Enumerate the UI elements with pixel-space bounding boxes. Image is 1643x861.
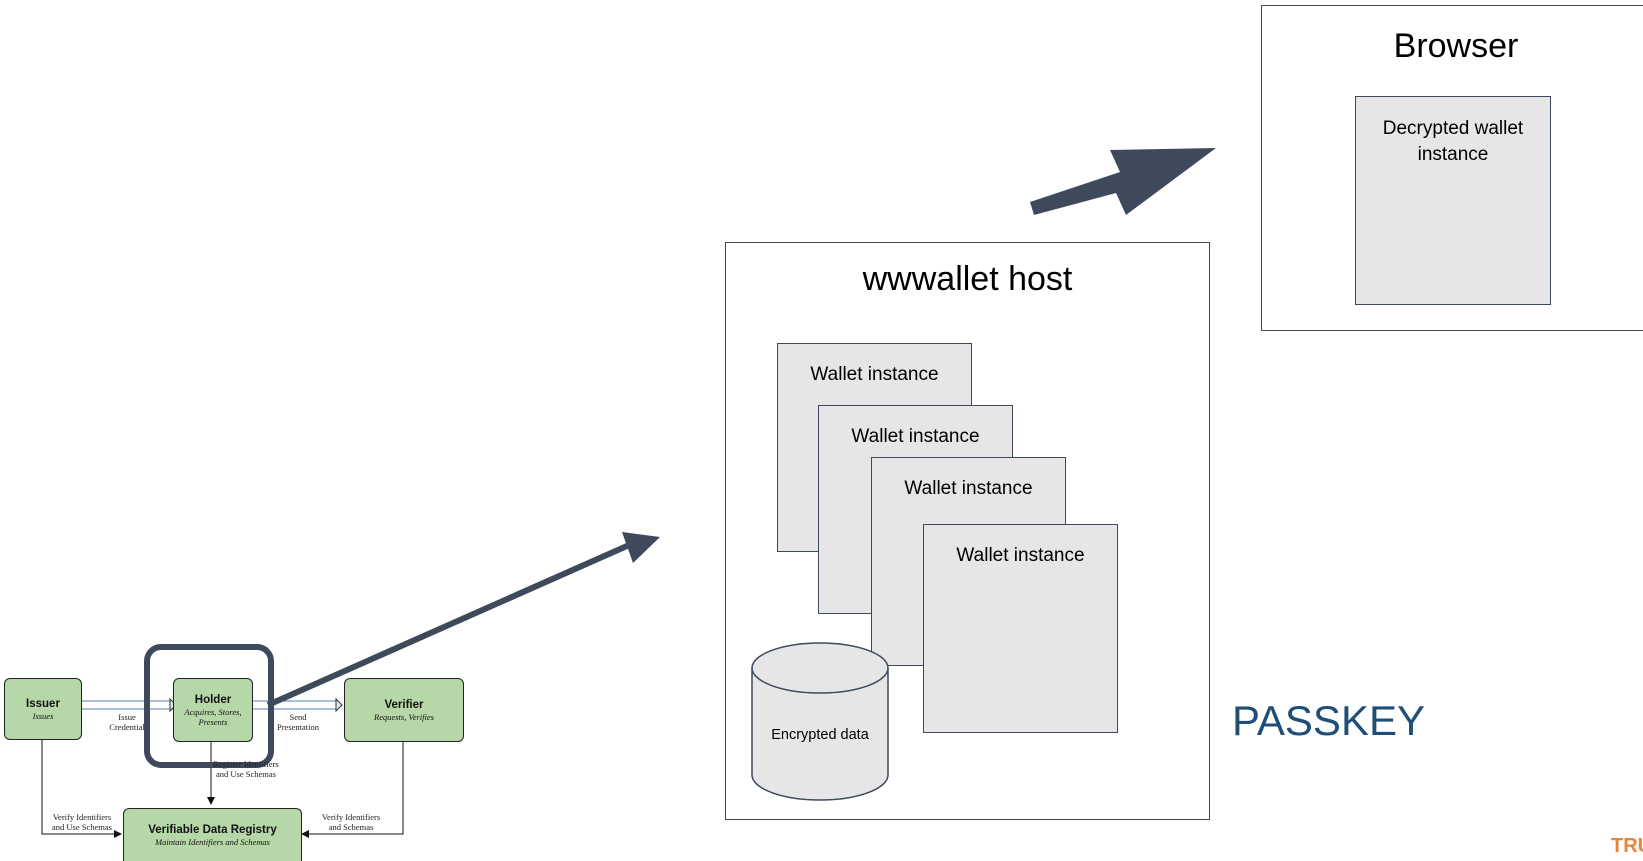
register-label: Register Identifiers and Use Schemas <box>213 759 279 779</box>
verify-right-label: Verify Identifiers and Schemas <box>321 812 381 832</box>
wallet-instance-label: Wallet instance <box>851 426 980 447</box>
holder-to-host-arrow <box>266 532 660 708</box>
registry-subtitle: Maintain Identifiers and Schemas <box>155 836 270 847</box>
wallet-instance-4: Wallet instance <box>923 524 1118 733</box>
holder-subtitle: Acquires, Stores, Presents <box>184 706 242 727</box>
registry-title: Verifiable Data Registry <box>148 823 277 836</box>
host-title: wwwallet host <box>862 260 1073 298</box>
host-to-browser-arrow <box>1030 148 1216 215</box>
verify-right-arrow <box>301 740 404 838</box>
issuer-subtitle: Issues <box>32 710 54 721</box>
holder-title: Holder <box>194 693 232 706</box>
decrypted-wallet-box <box>1355 96 1551 305</box>
registry-node: Verifiable Data Registry Maintain Identi… <box>123 808 302 861</box>
verifier-subtitle: Requests, Verifies <box>374 711 434 722</box>
verifier-title: Verifier <box>384 698 424 711</box>
verify-left-label: Verify Identifiers and Use Schemas <box>52 812 112 832</box>
encrypted-data-label: Encrypted data <box>771 727 869 743</box>
footer-brand-fragment: TRU <box>1611 835 1643 857</box>
send-presentation-label: Send Presentation <box>276 712 320 732</box>
passkey-label: PASSKEY <box>1232 697 1425 744</box>
browser-title: Browser <box>1393 27 1519 65</box>
wallet-instance-label: Wallet instance <box>904 478 1033 499</box>
wallet-instance-label: Wallet instance <box>956 545 1085 566</box>
holder-node: Holder Acquires, Stores, Presents <box>173 678 253 742</box>
issue-credential-arrow <box>80 697 177 713</box>
wallet-instance-label: Wallet instance <box>810 364 939 385</box>
verifier-node: Verifier Requests, Verifies <box>344 678 464 742</box>
decrypted-wallet-label: Decrypted wallet instance <box>1382 118 1524 165</box>
issuer-title: Issuer <box>26 697 60 710</box>
issue-credential-label: Issue Credential <box>109 712 145 732</box>
issuer-node: Issuer Issues <box>4 678 82 740</box>
send-presentation-arrow <box>252 697 343 713</box>
verify-left-arrow <box>41 740 122 838</box>
